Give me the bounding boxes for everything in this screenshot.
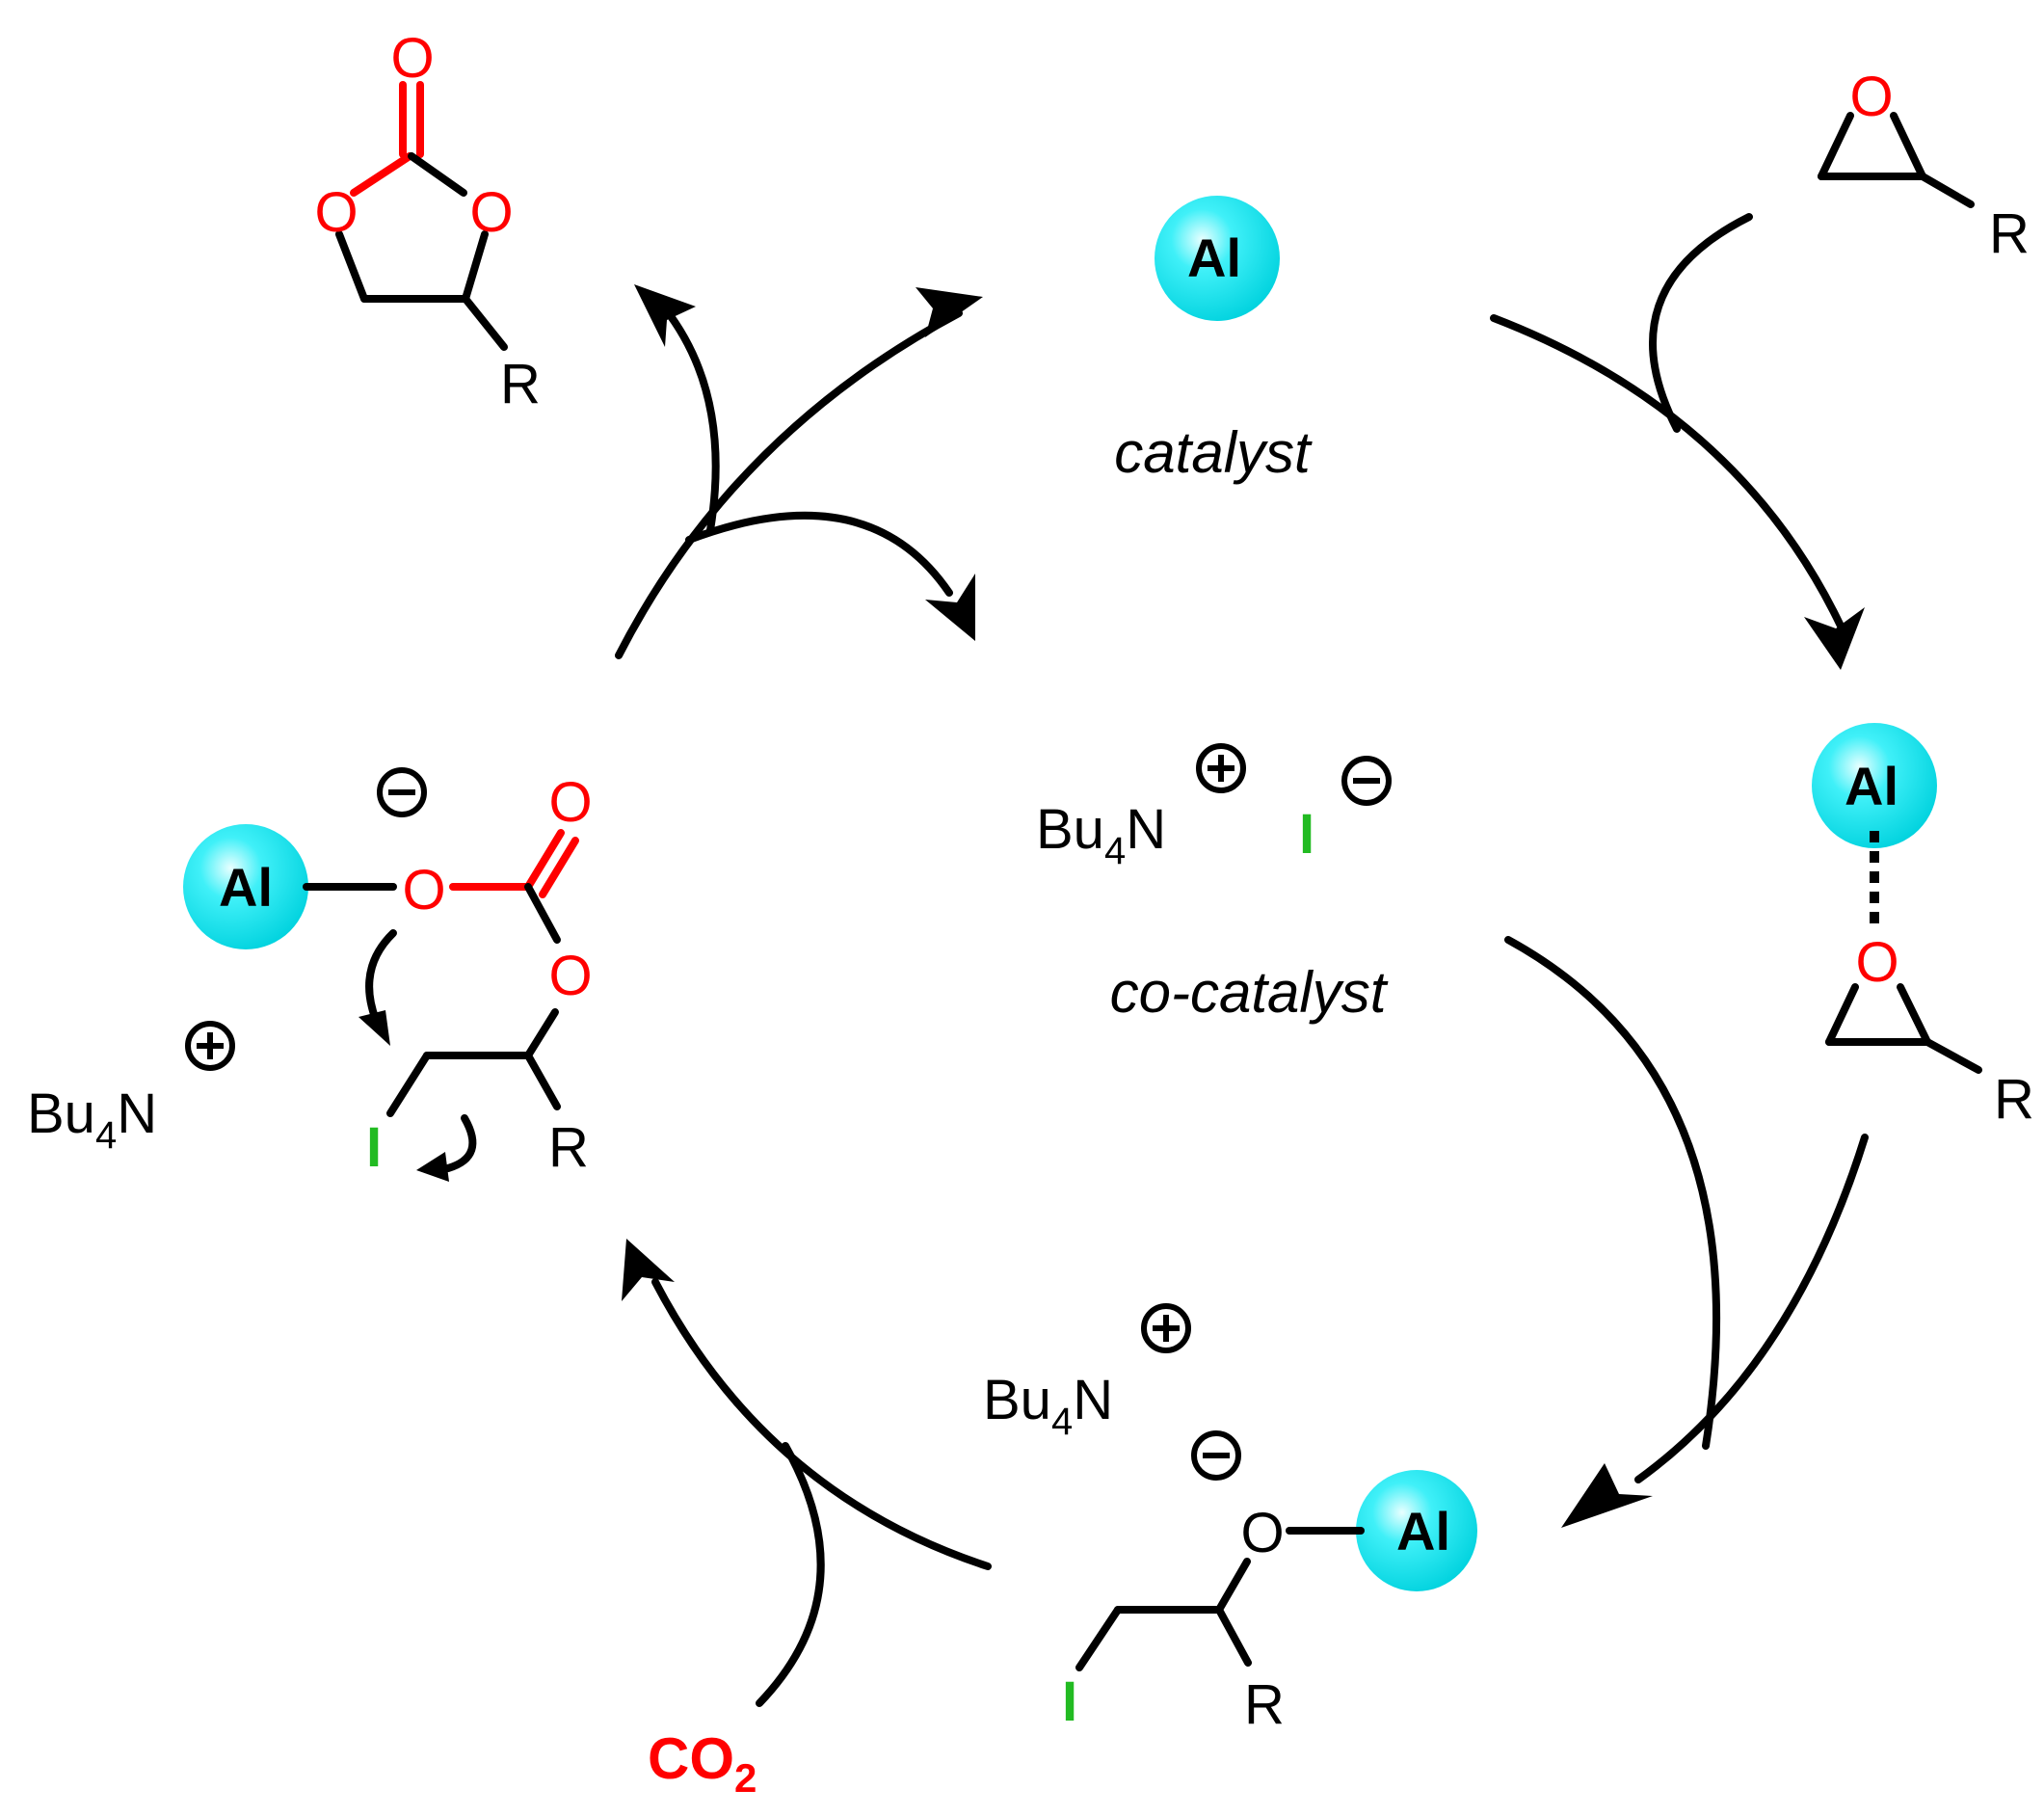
carbonate-intermediate: Al O O O I R xyxy=(183,767,593,1182)
catalyst-label: catalyst xyxy=(1114,420,1313,485)
carbonate-ester-oxygen: O xyxy=(548,945,592,1007)
carbonate-r-group: R xyxy=(500,353,541,415)
bu4n-counterion-left: Bu4N xyxy=(27,1021,235,1157)
al-sphere-catalyst xyxy=(1155,196,1280,321)
cycle-arrowhead-ring-opening xyxy=(1561,1463,1653,1528)
al-sphere-alkoxide xyxy=(1356,1470,1477,1591)
epoxide-oxygen: O xyxy=(1849,66,1893,128)
minus-charge-icon xyxy=(377,767,427,817)
carbonate-intermediate-r-group: R xyxy=(548,1116,589,1179)
catalyst-al-complex: Al xyxy=(1155,196,1280,321)
cyclic-carbonate-product: O O O R xyxy=(314,27,541,415)
co-catalyst-label: co-catalyst xyxy=(1110,960,1389,1025)
epoxide-substrate: O R xyxy=(1818,66,2030,265)
bu4n-label-bottom: Bu4N xyxy=(983,1369,1113,1443)
adduct-r-group: R xyxy=(1994,1068,2034,1131)
carbonate-ring-oxygen-right: O xyxy=(469,181,513,244)
alkoxide-r-group: R xyxy=(1244,1673,1285,1736)
bu4n-label-center: Bu4N xyxy=(1036,798,1166,872)
ring-opened-alkoxide: Bu4N Al O I R xyxy=(983,1303,1477,1736)
al-label-catalyst: Al xyxy=(1187,227,1241,288)
co-catalyst-bu4ni: Bu4N I xyxy=(1036,743,1392,872)
co2-reagent: CO2 xyxy=(648,1726,757,1801)
carbonate-carbonyl-oxygen-intermediate: O xyxy=(548,771,592,834)
plus-charge-icon xyxy=(185,1021,235,1071)
al-sphere-carbonate xyxy=(183,824,308,949)
al-epoxide-adduct: Al O R xyxy=(1812,723,2034,1131)
cycle-arrow-ring-closure xyxy=(615,309,963,659)
al-label-carbonate: Al xyxy=(219,857,273,918)
co-catalyst-release-arrowhead xyxy=(925,574,975,641)
alkoxide-oxygen: O xyxy=(1240,1502,1284,1564)
co2-entry-arrow xyxy=(756,1442,825,1707)
cycle-arrowhead-catalyst-regeneration xyxy=(916,287,983,337)
carbonate-ring-oxygen-left: O xyxy=(314,181,358,244)
al-sphere-adduct xyxy=(1812,723,1937,848)
al-label-alkoxide: Al xyxy=(1396,1501,1450,1562)
plus-charge-icon xyxy=(1196,743,1246,793)
co-catalyst-release-arrow xyxy=(685,511,953,597)
epoxide-entry-arrow xyxy=(1649,213,1753,433)
cycle-arrow-ring-opening xyxy=(1634,1134,1869,1483)
plus-charge-icon xyxy=(1141,1303,1191,1353)
cycle-arrow-co2-insertion xyxy=(651,1278,992,1570)
cycle-arrowhead-coordination xyxy=(1804,607,1865,670)
minus-charge-icon xyxy=(1341,756,1392,806)
product-release-arrowhead xyxy=(634,284,696,347)
electron-push-arrow-bottom xyxy=(444,1114,477,1172)
alkoxide-iodo-carbon-iodine: I xyxy=(1062,1670,1077,1733)
electron-push-arrowhead-bottom xyxy=(416,1152,449,1182)
iodide-entry-arrow xyxy=(1504,936,1721,1450)
minus-charge-icon xyxy=(1191,1430,1241,1481)
al-label-adduct: Al xyxy=(1845,756,1898,816)
electron-push-arrow-top xyxy=(365,929,397,1024)
carbonate-intermediate-iodine: I xyxy=(366,1116,382,1179)
epoxide-r-group: R xyxy=(1989,202,2030,265)
carbonate-carbonyl-oxygen: O xyxy=(390,27,434,90)
carbonate-alkoxy-oxygen: O xyxy=(402,859,445,921)
electron-push-arrowhead-top xyxy=(358,1010,390,1046)
adduct-epoxide-oxygen: O xyxy=(1855,931,1898,994)
product-release-arrow xyxy=(661,305,720,534)
iodide-anion: I xyxy=(1299,803,1314,866)
bu4n-label-left: Bu4N xyxy=(27,1082,157,1157)
cycle-arrow-coordination xyxy=(1490,314,1849,640)
cycle-arrowhead-co2-insertion xyxy=(622,1239,675,1301)
